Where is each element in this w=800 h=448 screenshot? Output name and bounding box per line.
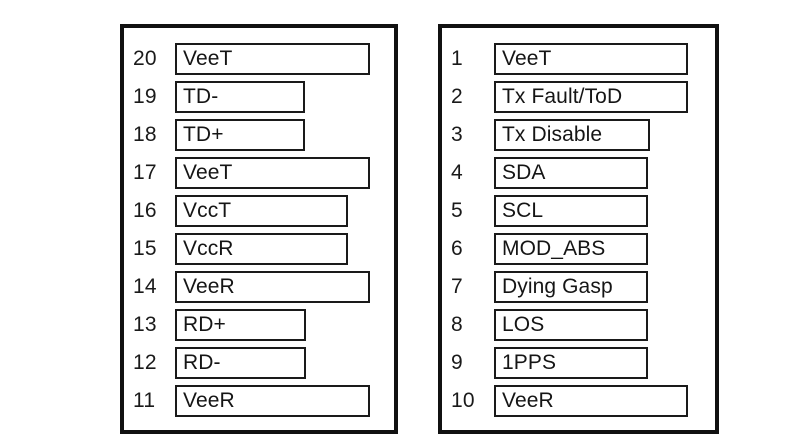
pin-row: 20 VeeT bbox=[124, 40, 394, 78]
pin-label-box: LOS bbox=[494, 309, 648, 341]
pin-number: 18 bbox=[133, 123, 157, 146]
pin-label: VeeR bbox=[502, 389, 554, 412]
pin-label-box: VeeR bbox=[494, 385, 688, 417]
pin-number: 7 bbox=[451, 275, 463, 298]
pin-label-box: VeeR bbox=[175, 385, 370, 417]
pin-label: VeeT bbox=[183, 161, 233, 184]
pin-number: 17 bbox=[133, 161, 157, 184]
pin-label: 1PPS bbox=[502, 351, 557, 374]
pin-label: VeeT bbox=[502, 47, 552, 70]
pin-number: 4 bbox=[451, 161, 463, 184]
pin-label: Dying Gasp bbox=[502, 275, 613, 298]
pin-label-box: VeeT bbox=[175, 43, 370, 75]
pin-row: 13 RD+ bbox=[124, 306, 394, 344]
pin-label-box: SDA bbox=[494, 157, 648, 189]
pin-label-box: VeeT bbox=[175, 157, 370, 189]
pin-label: Tx Fault/ToD bbox=[502, 85, 623, 108]
pin-row: 8 LOS bbox=[442, 306, 715, 344]
pin-label-box: SCL bbox=[494, 195, 648, 227]
pin-label-box: Tx Disable bbox=[494, 119, 650, 151]
pin-row: 19 TD- bbox=[124, 78, 394, 116]
pin-label: MOD_ABS bbox=[502, 237, 606, 260]
pin-label-box: VeeR bbox=[175, 271, 370, 303]
pin-label: Tx Disable bbox=[502, 123, 603, 146]
pin-label: VeeR bbox=[183, 275, 235, 298]
pin-row: 5 SCL bbox=[442, 192, 715, 230]
pin-number: 2 bbox=[451, 85, 463, 108]
pin-label-box: MOD_ABS bbox=[494, 233, 648, 265]
pin-row: 16 VccT bbox=[124, 192, 394, 230]
pin-number: 11 bbox=[133, 389, 156, 412]
pin-row: 17 VeeT bbox=[124, 154, 394, 192]
pin-label-box: Tx Fault/ToD bbox=[494, 81, 688, 113]
pin-number: 9 bbox=[451, 351, 463, 374]
pin-number: 14 bbox=[133, 275, 157, 298]
pin-label-box: TD+ bbox=[175, 119, 305, 151]
pin-number: 6 bbox=[451, 237, 463, 260]
pin-label: TD+ bbox=[183, 123, 224, 146]
pin-number: 12 bbox=[133, 351, 157, 374]
pin-label: RD+ bbox=[183, 313, 226, 336]
pin-label: VccR bbox=[183, 237, 234, 260]
pin-label: VccT bbox=[183, 199, 232, 222]
pin-number: 5 bbox=[451, 199, 463, 222]
pin-label: TD- bbox=[183, 85, 219, 108]
pin-row: 11 VeeR bbox=[124, 382, 394, 420]
pin-label: VeeT bbox=[183, 47, 233, 70]
pin-label-box: RD+ bbox=[175, 309, 306, 341]
pin-row: 3 Tx Disable bbox=[442, 116, 715, 154]
pin-label-box: VeeT bbox=[494, 43, 688, 75]
pin-label: VeeR bbox=[183, 389, 235, 412]
pin-number: 15 bbox=[133, 237, 157, 260]
pin-label: SCL bbox=[502, 199, 544, 222]
pin-row: 10 VeeR bbox=[442, 382, 715, 420]
pin-row: 1 VeeT bbox=[442, 40, 715, 78]
pin-row: 14 VeeR bbox=[124, 268, 394, 306]
pin-label-box: VccT bbox=[175, 195, 348, 227]
pin-label-box: TD- bbox=[175, 81, 305, 113]
pin-number: 3 bbox=[451, 123, 463, 146]
pin-row: 18 TD+ bbox=[124, 116, 394, 154]
pin-row: 15 VccR bbox=[124, 230, 394, 268]
pin-row: 4 SDA bbox=[442, 154, 715, 192]
pin-label-box: RD- bbox=[175, 347, 306, 379]
pin-row: 2 Tx Fault/ToD bbox=[442, 78, 715, 116]
pin-number: 10 bbox=[451, 389, 475, 412]
pin-label-box: 1PPS bbox=[494, 347, 648, 379]
pin-label: RD- bbox=[183, 351, 221, 374]
right-pin-panel: 1 VeeT 2 Tx Fault/ToD 3 Tx Disable 4 SDA 5 SCL 6 MO… bbox=[438, 24, 719, 434]
pin-number: 20 bbox=[133, 47, 157, 70]
pin-label: LOS bbox=[502, 313, 545, 336]
pin-number: 1 bbox=[451, 47, 463, 70]
pin-row: 6 MOD_ABS bbox=[442, 230, 715, 268]
pin-number: 16 bbox=[133, 199, 157, 222]
pin-label-box: VccR bbox=[175, 233, 348, 265]
pin-number: 8 bbox=[451, 313, 463, 336]
pin-number: 13 bbox=[133, 313, 157, 336]
pin-label: SDA bbox=[502, 161, 546, 184]
pin-row: 12 RD- bbox=[124, 344, 394, 382]
pin-row: 9 1PPS bbox=[442, 344, 715, 382]
pin-number: 19 bbox=[133, 85, 157, 108]
pin-label-box: Dying Gasp bbox=[494, 271, 648, 303]
pin-row: 7 Dying Gasp bbox=[442, 268, 715, 306]
